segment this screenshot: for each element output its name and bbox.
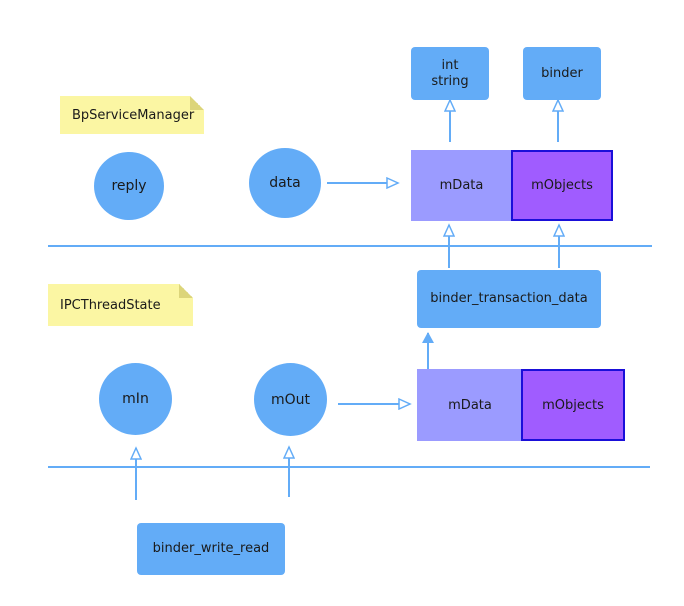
top-mdata-label: mData <box>439 178 484 193</box>
mout-node: mOut <box>254 363 327 436</box>
bpservicemanager-note: BpServiceManager <box>60 96 204 134</box>
transaction-label: binder_transaction_data <box>430 291 588 306</box>
note-fold-icon <box>179 284 193 298</box>
reply-node: reply <box>94 152 164 220</box>
min-node: mIn <box>99 363 172 435</box>
binder-label: binder <box>541 65 583 81</box>
int-string-node: int string <box>411 47 489 100</box>
reply-label: reply <box>111 178 147 194</box>
data-node: data <box>249 148 321 218</box>
bpservicemanager-label: BpServiceManager <box>72 107 195 123</box>
top-mobjects-block: mObjects <box>511 150 613 221</box>
top-mdata-block: mData <box>411 150 512 221</box>
binder-transaction-data-node: binder_transaction_data <box>417 270 601 328</box>
bottom-mdata-block: mData <box>417 369 523 441</box>
upper-divider-line <box>48 245 652 247</box>
int-label: int <box>441 57 459 73</box>
bottom-mdata-label: mData <box>448 397 492 413</box>
lower-divider-line <box>48 466 650 468</box>
top-mobjects-label: mObjects <box>531 178 593 193</box>
bottom-mobjects-block: mObjects <box>521 369 625 441</box>
ipcthreadstate-note: IPCThreadState <box>48 284 193 326</box>
binder-write-read-node: binder_write_read <box>137 523 285 575</box>
mout-label: mOut <box>270 391 311 408</box>
min-label: mIn <box>122 391 149 407</box>
binder-node: binder <box>523 47 601 100</box>
write-read-label: binder_write_read <box>152 541 270 556</box>
note-fold-icon <box>190 96 204 110</box>
data-label: data <box>269 175 301 191</box>
bottom-mobjects-label: mObjects <box>542 397 604 413</box>
string-label: string <box>431 73 469 89</box>
ipcthreadstate-label: IPCThreadState <box>60 297 161 313</box>
